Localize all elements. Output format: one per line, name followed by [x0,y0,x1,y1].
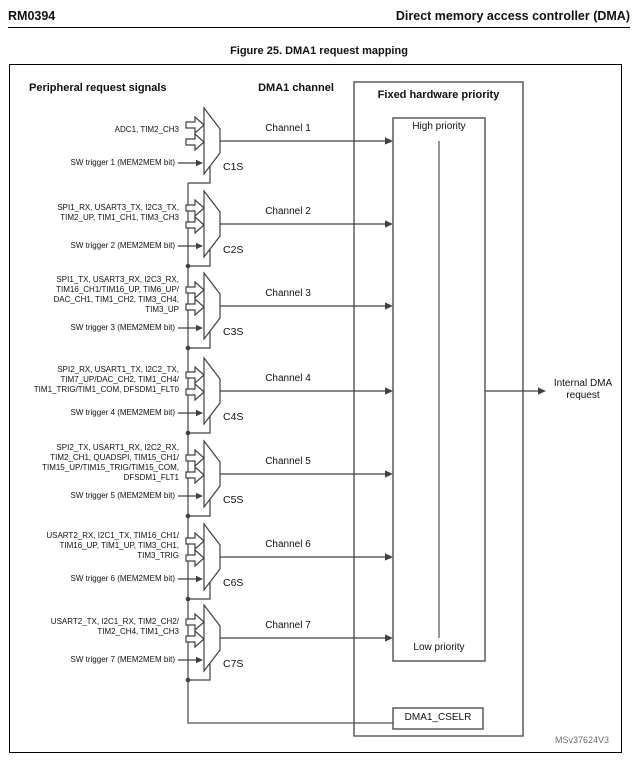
sw-trigger-label-2: SW trigger 2 (MEM2MEM bit) [70,241,175,250]
mux-group-4 [178,356,393,436]
cselr-select-bus [187,183,393,724]
bus-junction-dot [185,345,191,351]
priority-inner-box [392,117,486,662]
request-arrow-icon [185,548,205,568]
fixed-priority-outer-box [353,81,524,737]
high-priority-label: High priority [412,121,466,132]
request-arrow-icon [185,198,205,218]
figure-watermark: MSv37624V3 [554,735,609,745]
sw-trigger-label-6: SW trigger 6 (MEM2MEM bit) [70,574,175,583]
request-arrow-icon [185,365,205,385]
mux-select-label-7: C7S [223,658,244,670]
request-arrow-icon [185,382,205,402]
sw-trigger-label-3: SW trigger 3 (MEM2MEM bit) [70,323,175,332]
bus-junction-dot [185,430,191,436]
bus-junction-dot [185,596,191,602]
output-arrowhead [538,387,546,395]
mux-shape [203,522,221,592]
request-arrow-icon [185,297,205,317]
header-rule [8,27,630,28]
sw-trigger-arrowhead [196,656,203,664]
mux-shape [203,106,221,176]
channel-label-4: Channel 4 [265,373,311,384]
mux-group-1 [178,106,393,184]
request-arrow-icon [185,448,205,468]
mux-select-label-5: C5S [223,494,244,506]
channel-label-5: Channel 5 [265,456,311,467]
mux-group-5 [178,439,393,519]
mux-group-3 [178,271,393,351]
bus-junction-dot [185,677,191,683]
low-priority-label: Low priority [413,642,465,653]
channel-label-7: Channel 7 [265,620,311,631]
channel-arrowhead [385,387,393,395]
sw-trigger-arrowhead [196,242,203,250]
doc-id: RM0394 [8,9,56,23]
mux-group-7 [178,603,393,683]
mux-select-label-4: C4S [223,411,244,423]
bus-junction-dot [185,513,191,519]
sw-trigger-arrowhead [196,159,203,167]
channel-arrowhead [385,553,393,561]
priority-boxes [353,81,524,737]
channel-arrowhead [385,137,393,145]
column-header-peripheral: Peripheral request signals [29,82,167,94]
peripheral-signals-7: USART2_TX, I2C1_RX, TIM2_CH2/ TIM2_CH4, … [50,617,179,636]
sw-trigger-arrowhead [196,575,203,583]
channel-label-6: Channel 6 [265,539,311,550]
mux-group-6 [178,522,393,602]
request-arrow-icon [185,531,205,551]
peripheral-signals-4: SPI2_RX, USART1_TX, I2C2_TX, TIM7_UP/DAC… [33,365,179,394]
bus-junction-dot [185,263,191,269]
peripheral-signals-1: ADC1, TIM2_CH3 [114,125,179,134]
mux-select-label-6: C6S [223,577,244,589]
channel-label-3: Channel 3 [265,288,311,299]
sw-trigger-label-7: SW trigger 7 (MEM2MEM bit) [70,655,175,664]
channel-arrowhead [385,220,393,228]
request-arrow-icon [185,465,205,485]
mux-shape [203,603,221,673]
dma-diagram [178,81,546,737]
sw-trigger-arrowhead [196,492,203,500]
channel-arrowhead [385,470,393,478]
page-header: RM0394 Direct memory access controller (… [8,9,630,23]
sw-trigger-label-1: SW trigger 1 (MEM2MEM bit) [70,158,175,167]
request-arrow-icon [185,215,205,235]
internal-request-line [485,387,546,395]
sw-trigger-label-5: SW trigger 5 (MEM2MEM bit) [70,491,175,500]
request-arrow-icon [185,629,205,649]
peripheral-signals-6: USART2_RX, I2C1_TX, TIM16_CH1/ TIM16_UP,… [46,531,179,560]
request-arrow-icon [185,612,205,632]
channel-arrowhead [385,302,393,310]
mux-shape [203,356,221,426]
mux-select-label-3: C3S [223,326,244,338]
mux-select-label-2: C2S [223,244,244,256]
mux-shape [203,439,221,509]
mux-select-label-1: C1S [223,161,244,173]
internal-dma-request-label: Internal DMA request [553,378,613,401]
request-arrow-icon [185,115,205,135]
column-header-channel: DMA1 channel [258,82,334,94]
mux-shape [203,189,221,259]
peripheral-signals-3: SPI1_TX, USART3_RX, I2C3_RX, TIM16_CH1/T… [53,275,179,314]
channel-arrowhead [385,634,393,642]
figure-caption: Figure 25. DMA1 request mapping [230,45,408,57]
channel-label-2: Channel 2 [265,206,311,217]
cselr-box [392,707,484,730]
cselr-label: DMA1_CSELR [404,712,472,723]
sw-trigger-arrowhead [196,324,203,332]
peripheral-signals-5: SPI2_TX, USART1_RX, I2C2_RX, TIM2_CH1, Q… [42,443,179,482]
chapter-title: Direct memory access controller (DMA) [395,9,630,23]
request-arrow-icon [185,280,205,300]
channel-label-1: Channel 1 [265,123,311,134]
mux-shape [203,271,221,341]
mux-group-2 [178,189,393,269]
peripheral-signals-2: SPI1_RX, USART3_TX, I2C3_TX, TIM2_UP, TI… [57,203,179,222]
sw-trigger-label-4: SW trigger 4 (MEM2MEM bit) [70,408,175,417]
figure-box: Peripheral request signals DMA1 channel … [9,64,622,753]
column-header-priority: Fixed hardware priority [377,89,500,101]
sw-trigger-arrowhead [196,409,203,417]
request-arrow-icon [185,132,205,152]
